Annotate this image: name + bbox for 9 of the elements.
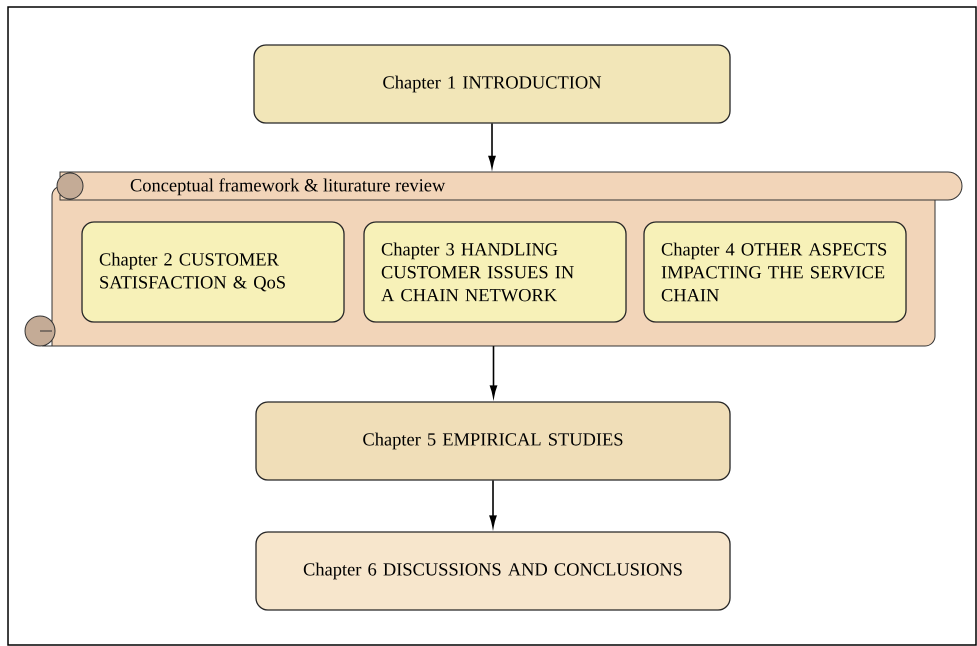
arrow [490, 346, 498, 398]
chapter-box: Chapter 5 EMPIRICAL STUDIES [255, 401, 731, 481]
chapter-box: Chapter 2 CUSTOMER SATISFACTION & QoS [81, 221, 345, 323]
chapter-box: Chapter 3 HANDLING CUSTOMER ISSUES IN A CHAIN NETWORK [363, 221, 627, 323]
arrow [489, 480, 497, 528]
chapter-box: Chapter 1 INTRODUCTION [253, 44, 731, 124]
chapter-box: Chapter 4 OTHER ASPECTS IMPACTING THE SERVICE CHAIN [643, 221, 907, 323]
arrow [488, 124, 496, 168]
chapter-box: Chapter 6 DISCUSSIONS AND CONCLUSIONS [255, 531, 731, 611]
